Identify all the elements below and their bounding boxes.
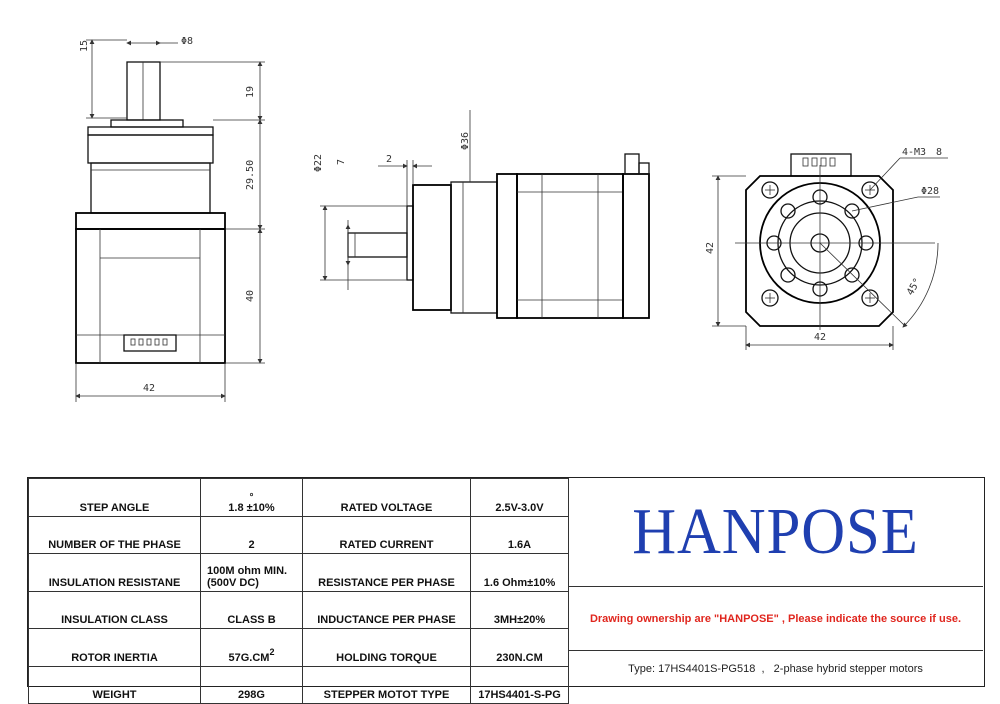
end-view: 4-M3 8 Φ28 42 42 45°	[705, 147, 948, 350]
technical-drawing: 15 Φ8 19 29.50 40 42	[75, 36, 948, 402]
table-row: INSULATION CLASS CLASS B INDUCTANCE PER …	[28, 590, 569, 629]
spec-value: 17HS4401-S-PG	[470, 665, 569, 704]
spec-value: 1.6 Ohm±10%	[470, 553, 569, 592]
dim-motor-length: 40	[245, 290, 256, 302]
output-shaft	[126, 61, 161, 121]
spec-grid: STEP ANGLE °1.8 ±10% RATED VOLTAGE 2.5V-…	[28, 478, 569, 704]
spec-label: HOLDING TORQUE	[302, 628, 471, 667]
dim-boss-dia: Φ22	[313, 154, 324, 172]
dim-end-height: 42	[705, 242, 716, 254]
dim-boss-length: 7	[336, 159, 347, 165]
spec-value: 230N.CM	[470, 628, 569, 667]
spec-label: INDUCTANCE PER PHASE	[302, 590, 471, 629]
spec-label: RATED VOLTAGE	[302, 478, 471, 517]
spec-label: STEPPER MOTOT TYPE	[302, 665, 471, 704]
brand-panel: HANPOSE Drawing ownership are "HANPOSE" …	[568, 478, 983, 685]
spec-label: WEIGHT	[28, 665, 201, 704]
side-view: 15 Φ8 19 29.50 40 42	[75, 36, 265, 402]
spec-value-text: 57G.CM	[228, 651, 270, 664]
spec-label: INSULATION RESISTANE	[28, 553, 201, 592]
spec-value-text: 1.8 ±10%	[228, 501, 275, 514]
dim-shaft-dia: Φ8	[181, 36, 193, 47]
spec-label: ROTOR INERTIA	[28, 628, 201, 667]
spec-value-line2: (500V DC)	[207, 576, 259, 589]
spec-value: 3MH±20%	[470, 590, 569, 629]
spec-value: 298G	[200, 665, 303, 704]
dim-shaft-flat: 15	[79, 40, 90, 52]
dim-bolt-circle: Φ28	[921, 186, 939, 197]
spec-value: 57G.CM2	[200, 628, 303, 667]
spec-value: 2	[200, 515, 303, 554]
brand-logo: HANPOSE	[632, 495, 919, 568]
table-row: ROTOR INERTIA 57G.CM2 HOLDING TORQUE 230…	[28, 628, 569, 667]
motor-face	[745, 175, 894, 327]
gearbox-body	[87, 134, 214, 164]
spec-value: 1.6A	[470, 515, 569, 554]
spec-value: 2.5V-3.0V	[470, 478, 569, 517]
spec-label: RATED CURRENT	[302, 515, 471, 554]
spec-value: CLASS B	[200, 590, 303, 629]
spec-label: NUMBER OF THE PHASE	[28, 515, 201, 554]
spec-value-sup: °	[249, 491, 254, 503]
table-row: STEP ANGLE °1.8 ±10% RATED VOLTAGE 2.5V-…	[28, 478, 569, 517]
dim-end-width: 42	[814, 332, 826, 343]
ownership-note: Drawing ownership are "HANPOSE" , Please…	[568, 586, 983, 651]
dim-flange: 2	[386, 154, 392, 165]
dim-hole-depth: 8	[936, 147, 942, 158]
front-view: Φ22 7 2 Φ36	[313, 110, 650, 319]
motor-body	[75, 228, 226, 364]
front-motor-body	[516, 173, 624, 319]
dim-angle: 45°	[905, 276, 924, 297]
dim-gearbox-dia: Φ36	[460, 132, 471, 150]
spec-value: 100M ohm MIN.(500V DC)	[200, 553, 303, 592]
dim-side-width: 42	[143, 383, 155, 394]
spec-label: STEP ANGLE	[28, 478, 201, 517]
dim-gearbox-length: 29.50	[245, 160, 256, 190]
connector	[123, 334, 177, 352]
spec-label: RESISTANCE PER PHASE	[302, 553, 471, 592]
dim-holes: 4-M3	[902, 147, 926, 158]
type-note: Type: 17HS4401S-PG518 , 2-phase hybrid s…	[568, 650, 983, 686]
table-row: INSULATION RESISTANE 100M ohm MIN.(500V …	[28, 553, 569, 592]
spec-label: INSULATION CLASS	[28, 590, 201, 629]
spec-value-line1: 100M ohm MIN.	[207, 564, 288, 577]
dim-shaft-length: 19	[245, 86, 256, 98]
front-shaft	[347, 232, 408, 258]
table-row: WEIGHT 298G STEPPER MOTOT TYPE 17HS4401-…	[28, 665, 569, 704]
spec-table: STEP ANGLE °1.8 ±10% RATED VOLTAGE 2.5V-…	[27, 477, 985, 704]
spec-value: °1.8 ±10%	[200, 478, 303, 517]
spec-value-sup: 2	[269, 646, 275, 657]
table-row: NUMBER OF THE PHASE 2 RATED CURRENT 1.6A	[28, 515, 569, 554]
